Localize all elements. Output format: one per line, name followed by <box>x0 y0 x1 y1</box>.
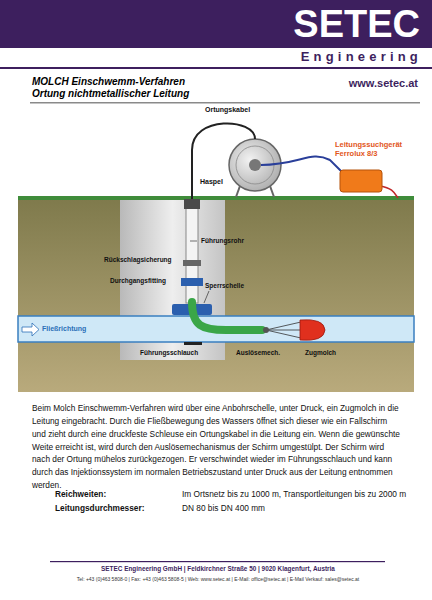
header-band <box>0 0 432 48</box>
release-mechanism <box>263 327 269 333</box>
web-address: www.setec.at <box>349 77 418 90</box>
flow-label: Fließrichtung <box>42 325 86 333</box>
title: MOLCH Einschwemm-Verfahren <box>32 76 185 88</box>
header-rule <box>0 67 432 69</box>
part-label: Führungsrohr <box>201 237 244 245</box>
locating-cable <box>192 123 255 202</box>
footer-contact: Tel: +43 (0)463 5808-0 | Fax: +43 (0)463… <box>2 576 432 582</box>
device-cable <box>261 157 342 172</box>
ground-wire <box>380 186 398 198</box>
leader-line <box>190 241 197 242</box>
guide-tube <box>186 205 198 303</box>
part-label: Rückschlagsicherung <box>104 256 172 264</box>
part-label: Führungsschlauch <box>140 349 198 357</box>
logo-subtitle: Engineering <box>301 49 422 65</box>
part-label: Auslösemech. <box>236 349 280 357</box>
part-label: Leitungssuchgerät Ferrolux 8/3 <box>335 140 415 158</box>
check-valve <box>183 260 201 266</box>
part-label: Sperrschelle <box>205 282 244 290</box>
grass-line <box>18 196 414 200</box>
reel-hub <box>249 159 261 171</box>
footer-rule <box>50 561 385 562</box>
passage-fitting <box>181 278 203 286</box>
spec-value: DN 80 bis DN 400 mm <box>182 504 265 514</box>
part-label: Durchgangsfitting <box>110 277 166 285</box>
part-label: Haspel <box>200 178 223 186</box>
spec-key: Leitungsdurchmesser: <box>55 504 144 514</box>
guide-hose <box>192 302 262 330</box>
part-label: Ortungskabel <box>205 106 250 114</box>
logo-name: SETEC <box>293 2 420 48</box>
locator-device <box>340 170 382 192</box>
spec-value: Im Ortsnetz bis zu 1000 m, Transportleit… <box>182 490 406 500</box>
flow-arrow <box>22 323 39 336</box>
title-rule <box>30 102 420 104</box>
ground <box>18 199 414 392</box>
pull-pig <box>300 320 325 341</box>
release-cord <box>266 330 301 331</box>
tube-cap <box>184 199 200 209</box>
part-label: Zugmolch <box>305 349 336 357</box>
hose-seat <box>184 342 202 345</box>
spec-key: Reichweiten: <box>55 490 106 500</box>
subtitle: Ortung nichtmetallischer Leitung <box>32 88 189 100</box>
leader-line <box>204 291 209 303</box>
footer-address: SETEC Engineering GmbH | Feldkirchner St… <box>2 565 432 573</box>
body-text: Beim Molch Einschwemm-Verfahren wird übe… <box>32 402 402 492</box>
release-cord <box>266 322 301 330</box>
release-cord <box>266 330 301 338</box>
